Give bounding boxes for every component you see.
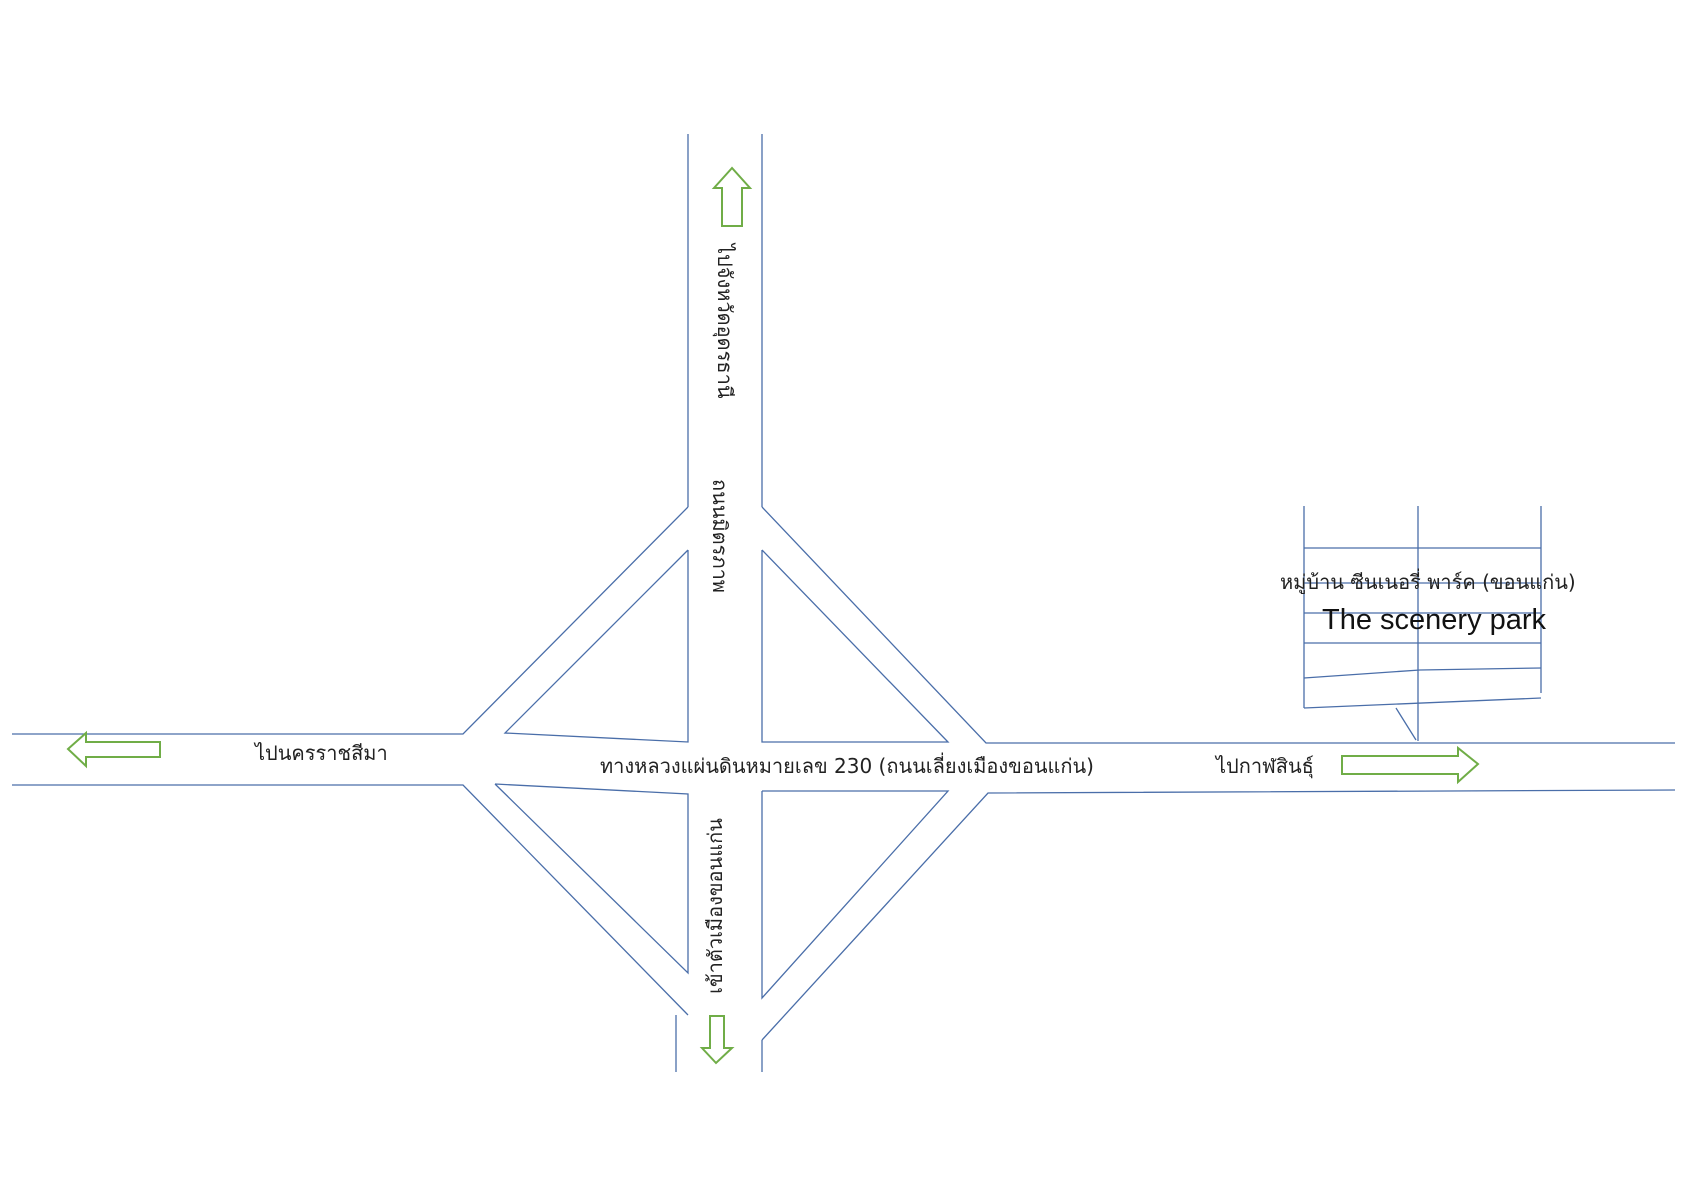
plan-entrance-diagonal: [1395, 707, 1417, 741]
island-north-west: [503, 549, 689, 743]
arrow-left-icon: [66, 730, 161, 769]
direction-arrows: [66, 166, 1480, 1065]
highway-south-edge-west: [12, 784, 689, 1016]
highway-south-edge-east: [761, 789, 1676, 1041]
arrow-down-icon: [699, 1015, 735, 1065]
label-to-kalasin: ไปกาฬสินธุ์: [1216, 754, 1314, 778]
arrow-up-icon: [711, 166, 753, 227]
label-mittraphap-road: ถนนมิตรภาพ: [708, 479, 732, 593]
island-north-east: [761, 549, 950, 743]
plan-row-5: [1303, 669, 1421, 679]
plan-bottom-edge: [1303, 697, 1542, 709]
island-south-west: [494, 783, 689, 975]
arrow-right-icon: [1341, 745, 1480, 785]
label-into-khon-kaen-city: เข้าตัวเมืองขอนแก่น: [703, 818, 727, 994]
village-plan: [1303, 506, 1542, 741]
label-highway-230: ทางหลวงแผ่นดินหมายเลข 230 (ถนนเลี่ยงเมือ…: [600, 754, 1094, 778]
highway-north-edge-east: [761, 506, 1675, 744]
label-to-nakhon-ratchasima: ไปนครราชสีมา: [255, 741, 388, 765]
mittraphap-road: [675, 134, 763, 1072]
interchange-islands: [494, 549, 950, 1000]
island-south-east: [761, 790, 950, 1000]
label-to-udon-thani: ไปจังหวัดอุดรธานี: [713, 244, 737, 399]
highway-230: [12, 506, 1676, 1041]
highway-north-edge-west: [12, 506, 689, 735]
plan-row-5b: [1419, 667, 1542, 671]
label-village-name-english: The scenery park: [1322, 604, 1547, 636]
label-village-name-thai: หมู่บ้าน ซีนเนอรี่ พาร์ค (ขอนแก่น): [1280, 570, 1576, 594]
